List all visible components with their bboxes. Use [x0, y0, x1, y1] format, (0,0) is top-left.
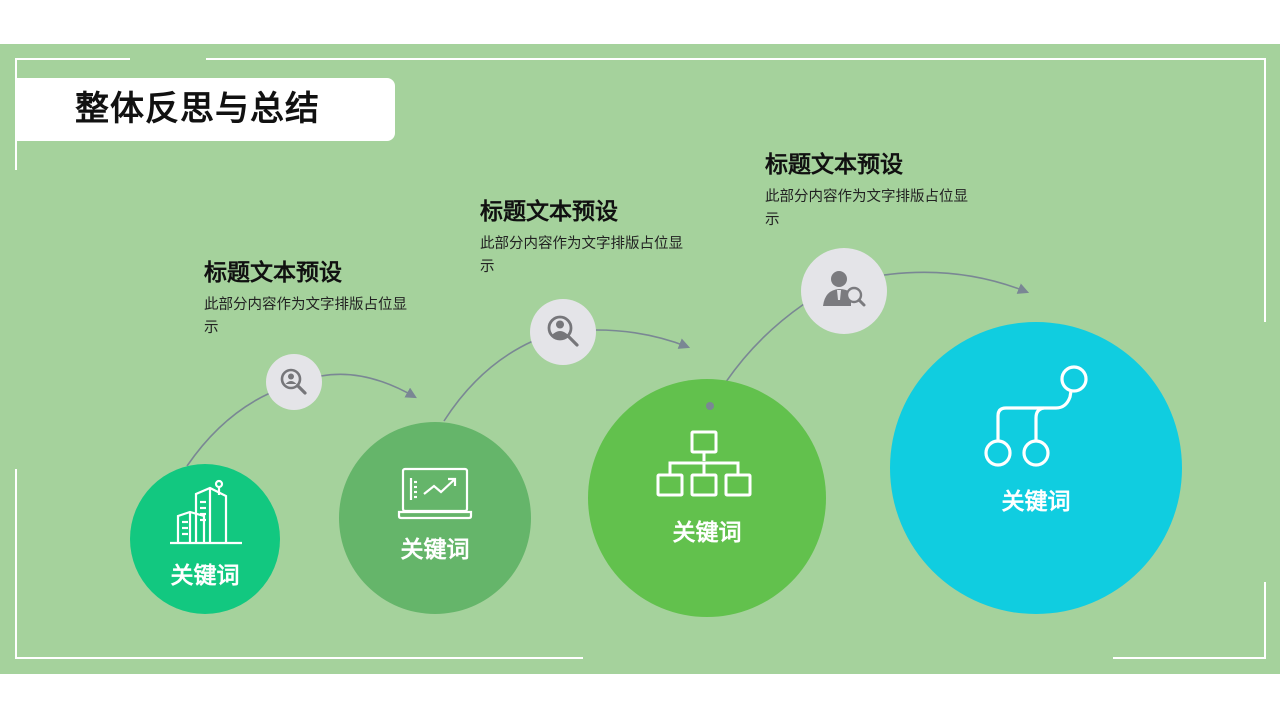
keyword-label-3: 关键词	[672, 520, 742, 546]
keyword-label-1: 关键词	[170, 563, 240, 589]
frame-bottom-left	[15, 657, 583, 659]
buildings-icon	[170, 479, 242, 545]
frame-bottom-right	[1113, 657, 1266, 659]
connector-dot	[706, 402, 714, 410]
step-body-2: 此部分内容作为文字排版占位显示	[480, 236, 683, 275]
step-body-3: 此部分内容作为文字排版占位显示	[765, 189, 968, 228]
frame-right-upper	[1264, 58, 1266, 322]
branch-nodes-icon	[984, 365, 1088, 467]
step-heading-3: 标题文本预设	[765, 152, 903, 178]
keyword-circle-2[interactable]: 关键词	[339, 422, 531, 614]
step-text-2: 标题文本预设 此部分内容作为文字排版占位显示	[480, 197, 692, 279]
step-body-1: 此部分内容作为文字排版占位显示	[204, 297, 407, 336]
search-businessman-icon	[547, 315, 579, 347]
frame-right-lower	[1264, 582, 1266, 659]
keyword-label-2: 关键词	[400, 537, 470, 563]
person-magnifier-icon	[823, 271, 866, 307]
page-title: 整体反思与总结	[75, 89, 320, 129]
frame-left-lower	[15, 469, 17, 659]
connector-2	[443, 329, 691, 422]
badge-circle-1[interactable]	[266, 354, 322, 410]
search-person-icon	[280, 368, 307, 395]
title-banner: 整体反思与总结	[17, 78, 395, 141]
frame-left-upper	[15, 58, 17, 170]
step-heading-2: 标题文本预设	[480, 199, 618, 225]
badge-circle-3[interactable]	[801, 248, 887, 334]
keyword-circle-4[interactable]: 关键词	[890, 322, 1182, 614]
step-text-3: 标题文本预设 此部分内容作为文字排版占位显示	[765, 150, 977, 232]
frame-top-left	[15, 58, 130, 60]
frame-top-right	[206, 58, 1266, 60]
connector-1	[186, 373, 417, 467]
keyword-circle-1[interactable]: 关键词	[130, 464, 280, 614]
badge-circle-2[interactable]	[530, 299, 596, 365]
keyword-circle-3[interactable]: 关键词	[588, 379, 826, 617]
laptop-chart-icon	[397, 467, 473, 520]
org-chart-icon	[656, 430, 752, 497]
step-heading-1: 标题文本预设	[204, 260, 342, 286]
keyword-label-4: 关键词	[1001, 489, 1071, 515]
step-text-1: 标题文本预设 此部分内容作为文字排版占位显示	[204, 258, 416, 340]
